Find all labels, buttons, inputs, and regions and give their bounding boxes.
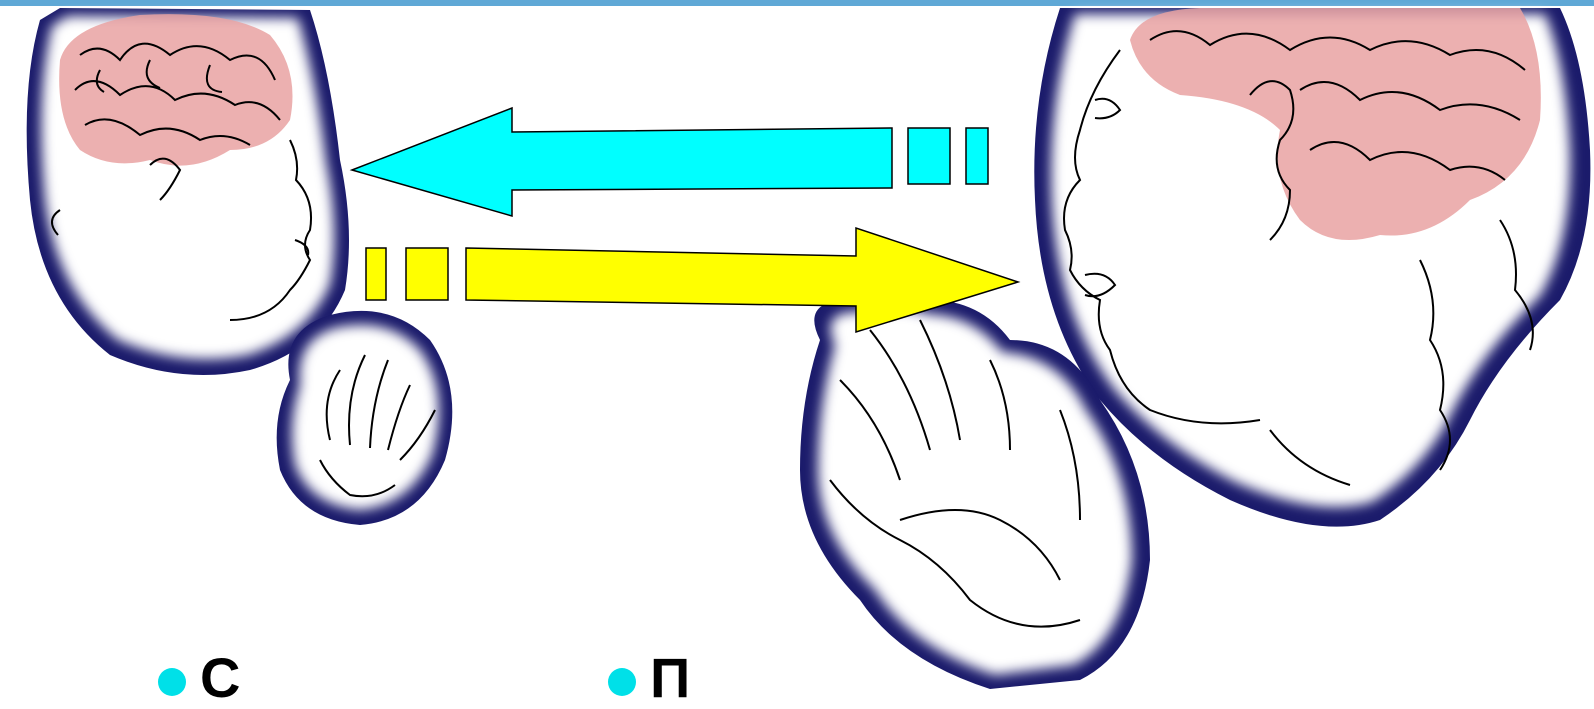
bullet-text-left: С [200,650,240,706]
arrow-to-child [352,108,988,216]
bullet-dot-icon [608,668,636,696]
bullet-item-left: С [158,650,240,706]
bullet-dot-icon [158,668,186,696]
bullet-text-right: П [650,650,690,706]
child-head-icon [27,8,349,375]
bullet-item-right: П [608,650,690,706]
child-hand-icon [277,311,453,525]
communication-diagram [0,0,1594,689]
top-bar [0,0,1594,6]
